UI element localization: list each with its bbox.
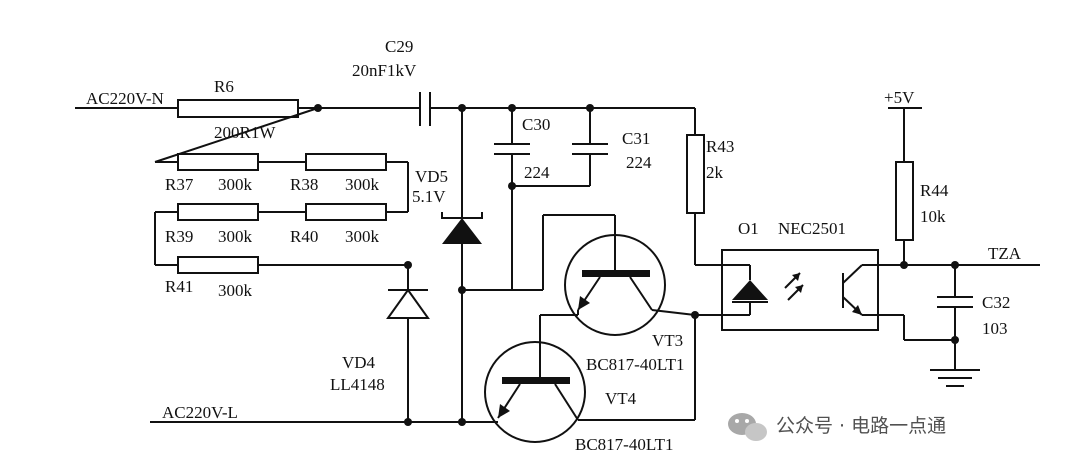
c31-ref: C31	[622, 129, 650, 148]
c32-capacitor	[937, 265, 973, 370]
c30-value: 224	[524, 163, 550, 182]
r39-value: 300k	[218, 227, 253, 246]
vt4-value: BC817-40LT1	[575, 435, 674, 454]
vcc-label: +5V	[884, 88, 915, 107]
o1-ref: O1	[738, 219, 759, 238]
resistor-chain	[154, 161, 409, 266]
ac-l-label: AC220V-L	[162, 403, 238, 422]
c30-capacitor	[494, 104, 530, 290]
wechat-icon	[728, 413, 767, 441]
r39-resistor	[177, 203, 259, 221]
c30-ref: C30	[522, 115, 550, 134]
vd5-value: 5.1V	[412, 187, 446, 206]
o1-value: NEC2501	[778, 219, 846, 238]
r41-value: 300k	[218, 281, 253, 300]
watermark: 公众号 · 电路一点通	[728, 413, 946, 441]
r6-value: 200R1W	[214, 123, 276, 142]
r44-ref: R44	[920, 181, 949, 200]
r44-value: 10k	[920, 207, 946, 226]
c32-ref: C32	[982, 293, 1010, 312]
o1-optocoupler	[695, 249, 879, 331]
c31-capacitor	[512, 104, 608, 187]
c32-value: 103	[982, 319, 1008, 338]
vt4-transistor	[484, 310, 696, 443]
output-network	[878, 261, 1040, 344]
vd4-diode	[386, 265, 430, 426]
vt3-value: BC817-40LT1	[586, 355, 685, 374]
vd4-value: LL4148	[330, 375, 385, 394]
r37-value: 300k	[218, 175, 253, 194]
r39-ref: R39	[165, 227, 193, 246]
r6-resistor	[177, 99, 299, 118]
r38-ref: R38	[290, 175, 318, 194]
r38-value: 300k	[345, 175, 380, 194]
r37-resistor	[177, 153, 259, 171]
r41-ref: R41	[165, 277, 193, 296]
vt3-ref: VT3	[652, 331, 683, 350]
ac-n-label: AC220V-N	[86, 89, 164, 108]
r43-resistor	[686, 108, 722, 266]
c29-ref: C29	[385, 37, 413, 56]
r37-ref: R37	[165, 175, 194, 194]
c29-capacitor	[419, 92, 431, 126]
r44-resistor	[888, 107, 922, 265]
c29-value: 20nF1kV	[352, 61, 417, 80]
watermark-text: 公众号 · 电路一点通	[776, 415, 946, 437]
r43-ref: R43	[706, 137, 734, 156]
r6-ref: R6	[214, 77, 234, 96]
vt3-transistor	[512, 214, 699, 336]
vd4-ref: VD4	[342, 353, 376, 372]
r40-value: 300k	[345, 227, 380, 246]
r41-resistor	[177, 256, 259, 274]
c31-value: 224	[626, 153, 652, 172]
output-label: TZA	[988, 244, 1022, 263]
vd5-zener	[441, 104, 483, 426]
r38-resistor	[305, 153, 387, 171]
vd5-ref: VD5	[415, 167, 448, 186]
r43-value: 2k	[706, 163, 724, 182]
r40-ref: R40	[290, 227, 318, 246]
ground-symbol	[930, 369, 980, 387]
r40-resistor	[305, 203, 387, 221]
ac-n-line	[75, 104, 695, 112]
vt4-ref: VT4	[605, 389, 637, 408]
